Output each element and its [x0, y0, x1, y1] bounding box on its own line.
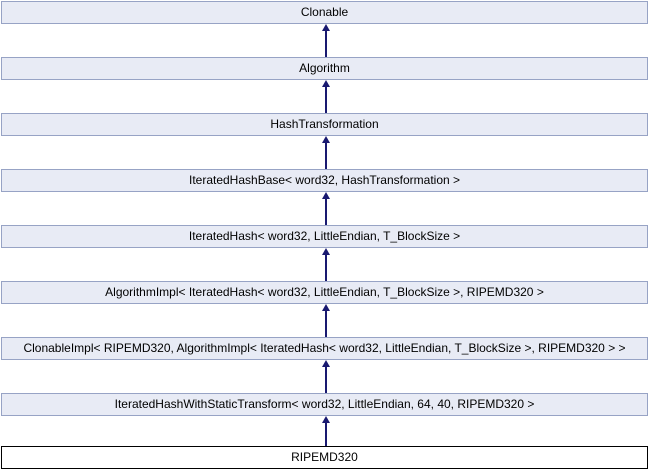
arrow-up-icon: [321, 416, 330, 423]
class-node-algorithm[interactable]: Algorithm: [1, 57, 648, 80]
class-node-label: HashTransformation: [270, 117, 379, 131]
arrow-line: [325, 142, 327, 169]
arrow-line: [325, 310, 327, 337]
class-node-label: IteratedHashWithStaticTransform< word32,…: [114, 397, 535, 411]
arrow-line: [325, 422, 327, 446]
arrow-up-icon: [321, 24, 330, 31]
arrow-line: [325, 254, 327, 281]
inheritance-arrow: [320, 136, 332, 169]
class-node-clonable[interactable]: Clonable: [1, 1, 648, 24]
class-node-label: RIPEMD320: [291, 450, 358, 464]
arrow-line: [325, 366, 327, 393]
arrow-up-icon: [321, 192, 330, 199]
arrow-line: [325, 198, 327, 225]
class-node-label: AlgorithmImpl< IteratedHash< word32, Lit…: [105, 285, 544, 299]
inheritance-arrow: [320, 360, 332, 393]
arrow-line: [325, 86, 327, 113]
class-node-hashtransformation[interactable]: HashTransformation: [1, 113, 648, 136]
class-node-iteratedhashwithstatictransform[interactable]: IteratedHashWithStaticTransform< word32,…: [1, 393, 648, 416]
arrow-up-icon: [321, 360, 330, 367]
class-node-ripemd320: RIPEMD320: [1, 446, 648, 469]
arrow-up-icon: [321, 136, 330, 143]
class-node-clonableimpl[interactable]: ClonableImpl< RIPEMD320, AlgorithmImpl< …: [1, 337, 648, 360]
class-node-label: Clonable: [300, 5, 349, 19]
inheritance-arrow: [320, 248, 332, 281]
arrow-up-icon: [321, 248, 330, 255]
inheritance-arrow: [320, 80, 332, 113]
class-node-algorithmimpl[interactable]: AlgorithmImpl< IteratedHash< word32, Lit…: [1, 281, 648, 304]
class-node-label: IteratedHash< word32, LittleEndian, T_Bl…: [188, 229, 461, 243]
inheritance-arrow: [320, 24, 332, 57]
arrow-up-icon: [321, 304, 330, 311]
inheritance-arrow: [320, 192, 332, 225]
inheritance-arrow: [320, 304, 332, 337]
arrow-line: [325, 30, 327, 57]
inheritance-arrow: [320, 416, 332, 446]
class-node-label: Algorithm: [299, 61, 350, 75]
class-node-label: ClonableImpl< RIPEMD320, AlgorithmImpl< …: [23, 341, 626, 355]
arrow-up-icon: [321, 80, 330, 87]
class-node-iteratedhashbase[interactable]: IteratedHashBase< word32, HashTransforma…: [1, 169, 648, 192]
class-node-label: IteratedHashBase< word32, HashTransforma…: [188, 173, 461, 187]
class-node-iteratedhash[interactable]: IteratedHash< word32, LittleEndian, T_Bl…: [1, 225, 648, 248]
